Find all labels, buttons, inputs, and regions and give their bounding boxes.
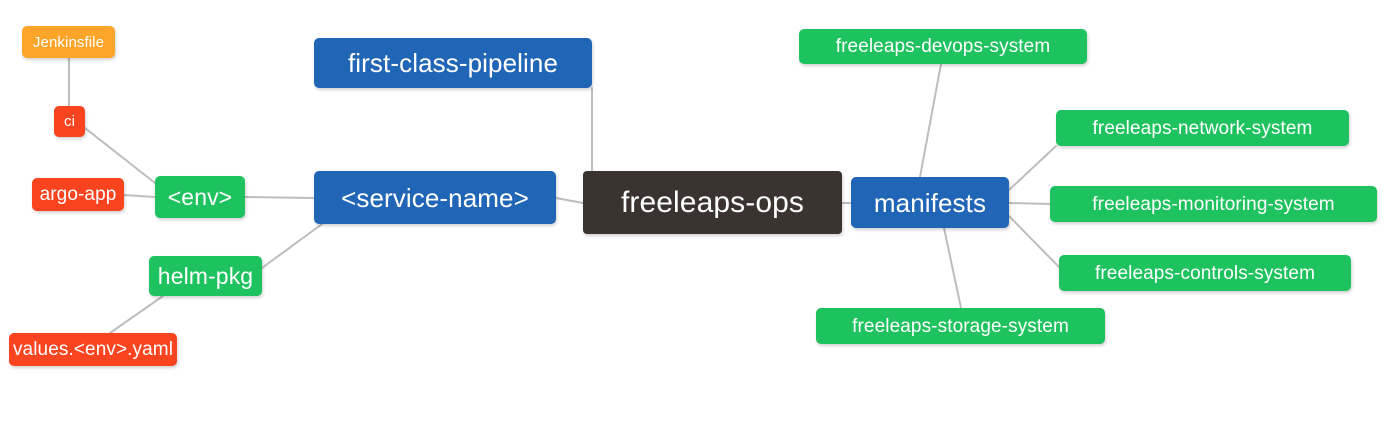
mindmap-node-root[interactable]: freeleaps-ops bbox=[583, 171, 842, 234]
edge-env-to-ci bbox=[84, 127, 156, 184]
mindmap-node-argoapp[interactable]: argo-app bbox=[32, 178, 124, 211]
edge-manifests-to-monitoring bbox=[1008, 202, 1051, 205]
mindmap-node-manifests[interactable]: manifests bbox=[851, 177, 1009, 228]
mindmap-node-storage[interactable]: freeleaps-storage-system bbox=[816, 308, 1105, 344]
mindmap-node-label: freeleaps-devops-system bbox=[835, 36, 1051, 57]
mindmap-node-label: first-class-pipeline bbox=[347, 48, 559, 78]
mindmap-node-label: values.<env>.yaml bbox=[12, 339, 174, 360]
mindmap-node-label: ci bbox=[63, 113, 76, 130]
mindmap-node-service[interactable]: <service-name> bbox=[314, 171, 556, 224]
edge-manifests-to-devops bbox=[919, 63, 942, 178]
mindmap-node-label: <service-name> bbox=[341, 182, 529, 213]
mindmap-node-label: freeleaps-monitoring-system bbox=[1092, 193, 1335, 215]
edge-helmpkg-to-valuesyaml bbox=[109, 295, 164, 334]
mindmap-node-label: manifests bbox=[873, 187, 987, 218]
edge-service-to-helmpkg bbox=[261, 223, 323, 269]
mindmap-node-devops[interactable]: freeleaps-devops-system bbox=[799, 29, 1087, 64]
mindmap-node-env[interactable]: <env> bbox=[155, 176, 245, 218]
mindmap-node-valuesyaml[interactable]: values.<env>.yaml bbox=[9, 333, 177, 366]
mindmap-node-label: freeleaps-controls-system bbox=[1094, 262, 1316, 284]
edge-manifests-to-controls bbox=[1008, 215, 1060, 268]
mindmap-node-label: freeleaps-ops bbox=[620, 185, 805, 219]
mindmap-node-network[interactable]: freeleaps-network-system bbox=[1056, 110, 1349, 146]
mindmap-node-jenkins[interactable]: Jenkinsfile bbox=[22, 26, 115, 58]
mindmap-node-controls[interactable]: freeleaps-controls-system bbox=[1059, 255, 1351, 291]
mindmap-node-pipeline[interactable]: first-class-pipeline bbox=[314, 38, 592, 88]
mindmap-node-label: argo-app bbox=[39, 184, 117, 205]
mindmap-node-label: Jenkinsfile bbox=[32, 33, 105, 51]
edge-manifests-to-network bbox=[1008, 145, 1057, 191]
edge-service-to-env bbox=[244, 196, 315, 199]
edge-env-to-argoapp bbox=[123, 194, 156, 198]
mindmap-node-ci[interactable]: ci bbox=[54, 106, 85, 137]
edge-root-to-service bbox=[555, 197, 584, 204]
mindmap-node-label: <env> bbox=[167, 183, 233, 210]
mindmap-node-label: helm-pkg bbox=[157, 262, 254, 289]
mindmap-node-label: freeleaps-network-system bbox=[1092, 117, 1313, 139]
mindmap-node-label: freeleaps-storage-system bbox=[852, 315, 1069, 337]
edge-manifests-to-storage bbox=[943, 227, 962, 309]
mindmap-node-monitoring[interactable]: freeleaps-monitoring-system bbox=[1050, 186, 1377, 222]
mindmap-node-helmpkg[interactable]: helm-pkg bbox=[149, 256, 262, 296]
